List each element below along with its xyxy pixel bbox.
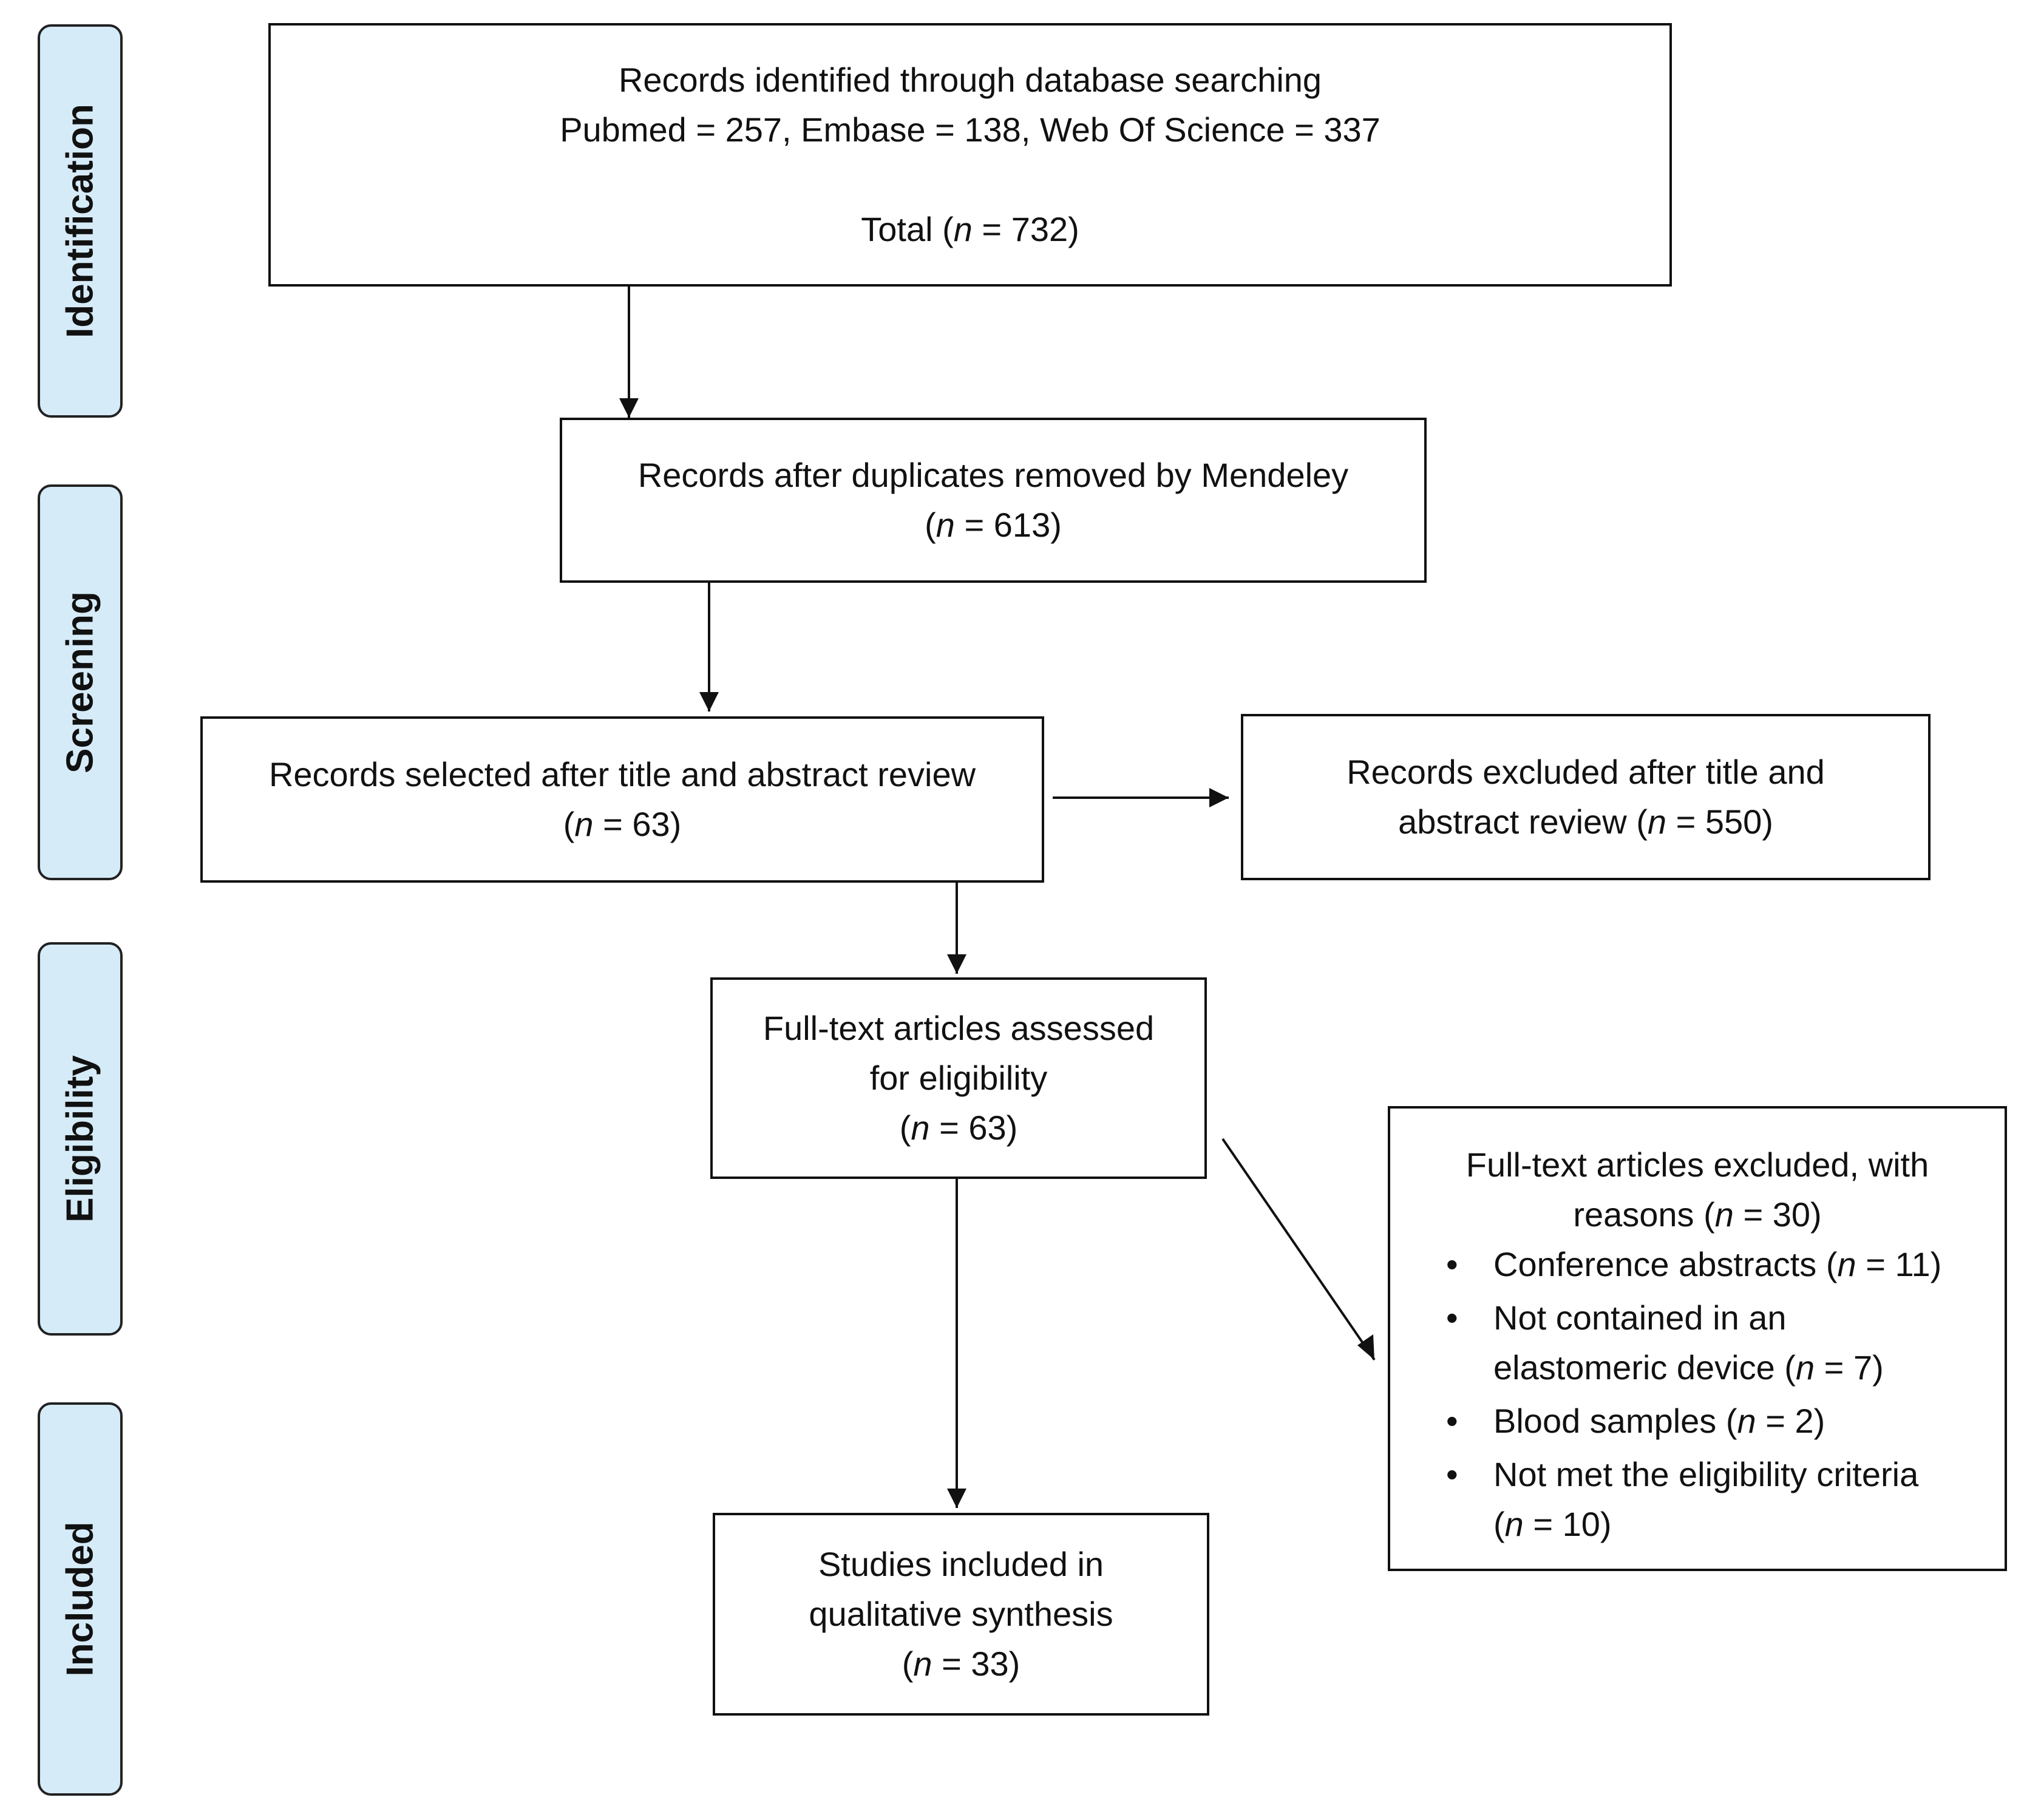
identified-line2: Pubmed = 257, Embase = 138, Web Of Scien… [560,110,1380,149]
excluded-line1: Records excluded after title and [1347,753,1825,791]
selected-line1: Records selected after title and abstrac… [268,755,976,793]
list-item: Conference abstracts (n = 11) [1390,1240,1941,1289]
arrowhead-full-text-to-excluded-reasons [1357,1334,1374,1360]
list-item: Blood samples (n = 2) [1390,1396,1941,1446]
excluded-reasons-line1: Full-text articles excluded, with [1465,1146,1929,1184]
phase-screening: Screening [38,484,123,880]
box-records-selected: Records selected after title and abstrac… [200,716,1044,883]
arrowhead-selected-to-excluded [1209,788,1229,807]
assessed-line1: Full-text articles assessed [762,1009,1155,1047]
box-full-text-excluded: Full-text articles excluded, with reason… [1388,1106,2007,1571]
box-records-identified: Records identified through database sear… [268,23,1672,287]
included-count: (n = 33) [902,1645,1020,1683]
included-line1: Studies included in [818,1545,1104,1583]
arrowhead-identified-to-duplicates [619,398,639,418]
assessed-count: (n = 63) [899,1109,1018,1147]
arrowhead-duplicates-to-selected [699,692,719,711]
selected-count: (n = 63) [563,805,682,843]
excluded-reasons-header: Full-text articles excluded, with reason… [1390,1140,2005,1240]
exclusion-reasons-list: Conference abstracts (n = 11) Not contai… [1390,1240,1941,1549]
phase-eligibility: Eligibility [38,942,123,1336]
list-item: Not met the eligibility criteria (n = 10… [1390,1450,1941,1549]
duplicates-line1: Records after duplicates removed by Mend… [637,456,1349,494]
box-records-excluded: Records excluded after title and abstrac… [1241,714,1931,880]
excluded-reasons-line2: reasons (n = 30) [1573,1195,1822,1234]
phase-identification: Identification [38,24,123,418]
box-duplicates-removed: Records after duplicates removed by Mend… [560,418,1427,583]
box-full-text-assessed: Full-text articles assessed for eligibil… [710,977,1207,1179]
included-line2: qualitative synthesis [809,1595,1113,1633]
box-studies-included: Studies included in qualitative synthesi… [713,1513,1209,1716]
excluded-line2: abstract review (n = 550) [1398,803,1773,841]
arrowhead-full-text-to-included [947,1489,966,1508]
phase-included: Included [38,1402,123,1796]
list-item: Not contained in an elastomeric device (… [1390,1293,1941,1393]
arrow-full-text-to-excluded-reasons [1221,1138,1376,1361]
assessed-line2: for eligibility [869,1059,1048,1097]
identified-total: Total (n = 732) [861,210,1079,248]
identified-line1: Records identified through database sear… [618,61,1322,99]
duplicates-count: (n = 613) [925,506,1062,544]
arrowhead-selected-to-full-text [947,954,966,974]
